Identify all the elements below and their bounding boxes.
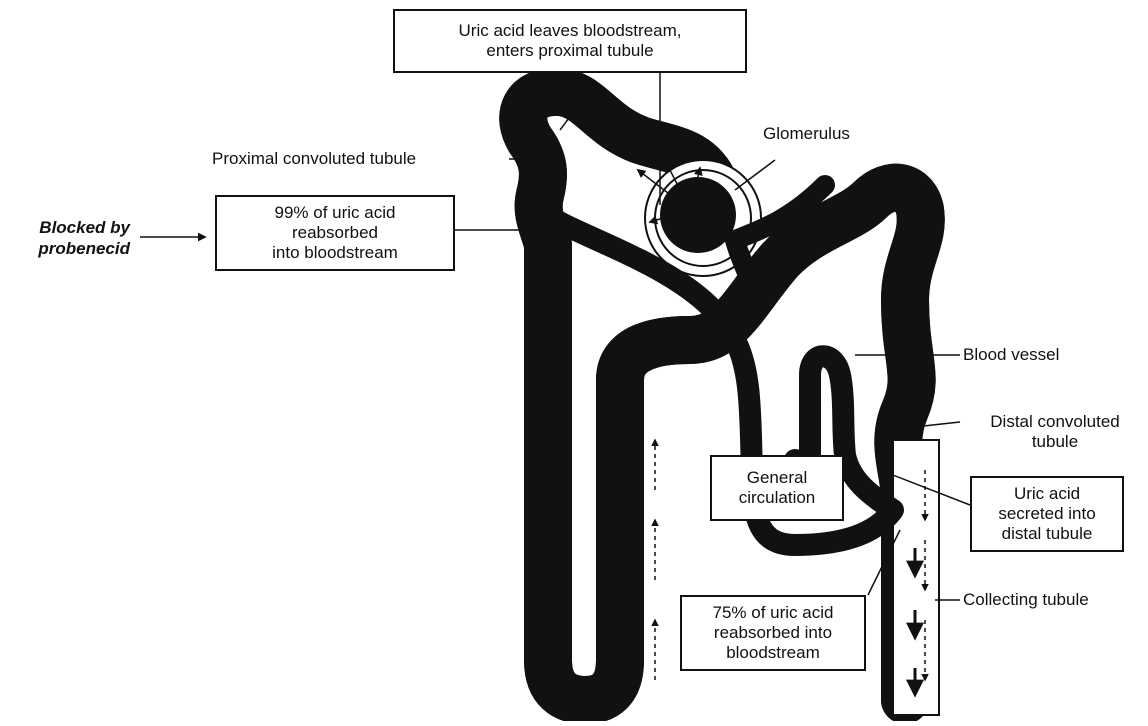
label-reabsorbed-75: 75% of uric acid reabsorbed into bloodst… — [680, 595, 866, 671]
label-blood-vessel: Blood vessel — [963, 345, 1059, 365]
label-glomerulus: Glomerulus — [763, 124, 850, 144]
label-general-circulation: General circulation — [710, 455, 844, 521]
label-collecting-tubule: Collecting tubule — [963, 590, 1089, 610]
label-uric-acid-leaves: Uric acid leaves bloodstream, enters pro… — [393, 9, 747, 73]
label-blocked-by-probenecid: Blocked by probenecid — [4, 217, 130, 259]
label-reabsorbed-99: 99% of uric acid reabsorbed into bloodst… — [215, 195, 455, 271]
label-distal-convoluted-tubule: Distal convoluted tubule — [962, 412, 1148, 452]
label-secreted-distal: Uric acid secreted into distal tubule — [970, 476, 1124, 552]
label-proximal-convoluted-tubule: Proximal convoluted tubule — [212, 149, 416, 169]
